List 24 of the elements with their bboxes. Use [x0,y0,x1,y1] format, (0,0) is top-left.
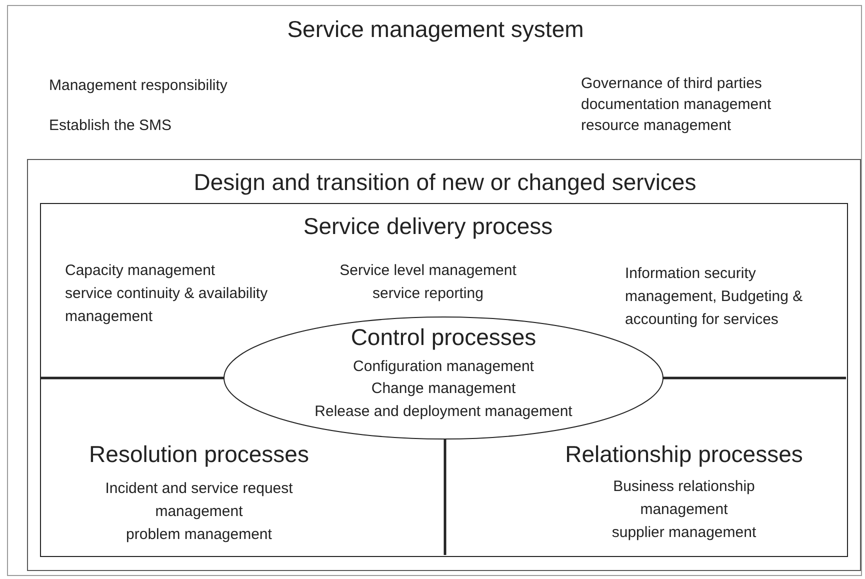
process-text: resource management [581,116,732,136]
process-text: supplier management [610,523,758,543]
process-text: service reporting [372,284,484,304]
process-frame [40,203,848,557]
heading-text: Resolution processes [88,441,310,467]
process-text: Information security management, Budgeting & accounting for services [625,264,804,330]
heading-text: Service management system [286,16,585,42]
process-text: Release and deployment management [314,402,574,422]
process-text: Configuration management [352,357,535,377]
heading-text: Control processes [350,324,538,350]
process-text: Governance of third parties [581,74,763,94]
process-text: service continuity & availability management [65,284,269,327]
process-text: Management responsibility [49,76,228,96]
system-frame [7,5,862,576]
process-text: Establish the SMS [49,116,173,136]
process-text: problem management [125,525,273,545]
heading-text: Service delivery process [302,213,554,239]
heading-text: Relationship processes [564,441,804,467]
process-text: Service level management [338,261,518,281]
heading-text: Design and transition of new or changed services [192,169,698,195]
process-text: Capacity management [65,261,216,281]
process-text: documentation management [581,95,772,115]
process-text: Change management [370,379,517,399]
section-frame [27,159,861,571]
